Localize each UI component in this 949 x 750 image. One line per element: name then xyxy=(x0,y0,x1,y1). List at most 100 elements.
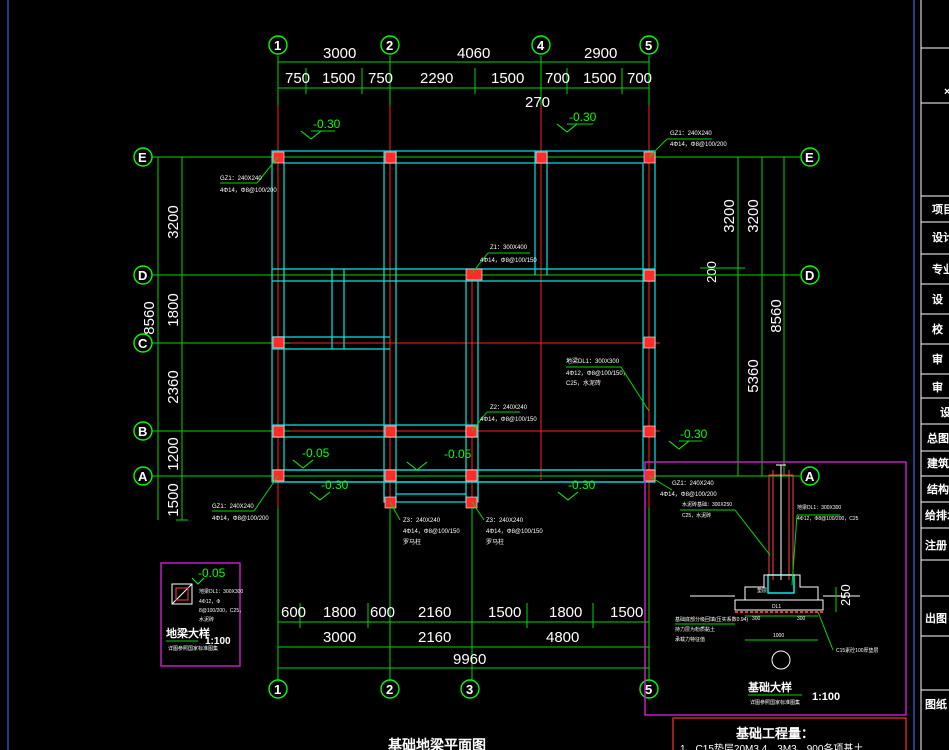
axis-label: B xyxy=(138,424,147,439)
note-text: 4Φ12，Φ8@100/200，C25 xyxy=(797,516,859,522)
axis-label: 5 xyxy=(645,38,652,53)
dim-text: 8560 xyxy=(141,301,158,334)
note-text: 4Φ14，Φ8@100/150 xyxy=(486,529,543,535)
sidebar-label: 审 xyxy=(932,380,943,394)
dim-text: 250 xyxy=(838,584,853,606)
note-text: 罗马柱 xyxy=(403,538,421,546)
dim-text: 1500 xyxy=(322,70,355,87)
elevation-text: -0.30 xyxy=(313,117,341,131)
axis-label: 3 xyxy=(466,682,473,697)
note-text: C15素砼100厚垫层 xyxy=(836,647,879,654)
dim-text: 2160 xyxy=(418,629,451,646)
note-text: 详图参照国家标准图集 xyxy=(168,645,218,652)
dim-text: 4800 xyxy=(546,629,579,646)
dim-text: 270 xyxy=(525,94,550,111)
dim-text: 2160 xyxy=(418,604,451,621)
dim-text: 5360 xyxy=(745,359,762,392)
axis-label: E xyxy=(138,150,147,165)
note-text: 水泥砖基础：300X250 xyxy=(682,501,732,508)
elevation-text: -0.30 xyxy=(569,110,597,124)
sidebar-label: 校 xyxy=(932,322,944,336)
column-notes: GZ1：240X240 4Φ14，Φ8@100/200 GZ1：240X240 … xyxy=(212,131,727,546)
scale-text: 1:100 xyxy=(812,691,840,703)
sidebar-label: 审 xyxy=(932,352,943,366)
note-text: 4Φ14，Φ8@100/150 xyxy=(480,258,537,264)
note-text: 水泥砖 xyxy=(199,616,214,623)
dim-text: 9960 xyxy=(453,651,486,668)
dim-text: 300 xyxy=(797,616,806,622)
note-text: 4Φ14，Φ8@100/200 xyxy=(212,516,269,522)
elevation-text: -0.30 xyxy=(568,478,596,492)
axis-label: D xyxy=(138,268,147,283)
dim-text: 750 xyxy=(368,70,393,87)
quantity-line: 1、C15垫层20M3 4、3M3、900各项基土 xyxy=(680,742,863,750)
axis-label: 4 xyxy=(537,38,545,53)
sidebar-label: 总图 xyxy=(927,431,949,445)
note-text: 8@100/200，C25， xyxy=(199,608,244,614)
detail-title: 地梁大样 xyxy=(166,626,210,640)
plan-title: 基础地梁平面图 xyxy=(388,737,486,750)
quantity-box: 基础工程量： 1、C15垫层20M3 4、3M3、900各项基土 xyxy=(672,717,907,750)
dim-text: 1000 xyxy=(773,633,784,639)
sidebar-label: 结构 xyxy=(926,482,949,496)
dim-text: 3000 xyxy=(323,45,356,62)
sidebar-label: 项目 xyxy=(932,203,949,216)
right-dimensions: 3200 3200 5360 200 8560 xyxy=(655,156,800,477)
axis-bubbles-top: 1 2 4 5 xyxy=(268,35,659,55)
axis-label: A xyxy=(805,469,815,484)
foundation-plan xyxy=(160,105,790,560)
note-text: Z3：240X240 xyxy=(403,518,441,524)
label: DL1 xyxy=(772,604,781,610)
elevation-text: -0.05 xyxy=(302,446,330,460)
dim-text: 1200 xyxy=(165,437,182,470)
sidebar-label: 设 xyxy=(940,405,949,419)
axis-bubbles-right: E D A xyxy=(800,147,820,486)
dim-text: 4060 xyxy=(457,45,490,62)
dim-text: 1500 xyxy=(491,70,524,87)
elevation-text: -0.05 xyxy=(198,566,226,580)
dim-text: 1800 xyxy=(165,293,182,326)
axis-bubbles-left: E D C B A xyxy=(133,147,153,486)
dim-text: 3200 xyxy=(165,205,182,238)
dim-text: 1500 xyxy=(583,70,616,87)
axis-bubbles-bottom: 1 2 3 5 xyxy=(268,679,659,699)
title-block: × 项目 设计 专业 设 校 审 审 设 总图 建筑 结构 给排水 注册 出图 … xyxy=(7,0,949,750)
elevation-text: -0.30 xyxy=(321,478,349,492)
label: 垫层 xyxy=(757,587,767,594)
dim-text: 200 xyxy=(704,261,719,283)
dim-text: 700 xyxy=(627,70,652,87)
dim-text: 1800 xyxy=(549,604,582,621)
note-text: 承载力特征值 xyxy=(675,636,705,643)
note-text: GZ1：240X240 xyxy=(670,131,712,137)
dim-text: 3200 xyxy=(721,199,738,232)
note-text: 地梁DL1：300X300 xyxy=(566,357,620,365)
dim-text: 3000 xyxy=(323,629,356,646)
sidebar-label: 注册 xyxy=(925,538,947,552)
elevation-text: -0.30 xyxy=(680,427,708,441)
note-text: 4Φ12，Φ8@100/150， xyxy=(566,371,629,377)
dim-text: 1500 xyxy=(610,604,643,621)
sidebar-label: 设计 xyxy=(932,230,949,244)
note-text: 地梁DL1：300X300 xyxy=(199,588,243,595)
close-mark[interactable]: × xyxy=(944,86,949,98)
axis-label: E xyxy=(805,150,814,165)
dim-text: 700 xyxy=(545,70,570,87)
beam-detail: -0.05 地梁DL1：300X300 4Φ12，Φ 8@100/200，C25… xyxy=(160,562,244,667)
note-text: 4Φ12，Φ xyxy=(199,599,220,605)
axis-label: C xyxy=(138,336,148,351)
footing-detail: 250 300 300 1000 垫层 DL1 水泥砖基础：300X250 C2… xyxy=(644,461,907,716)
columns xyxy=(272,151,656,509)
axis-label: 5 xyxy=(645,682,652,697)
elevation-text: -0.05 xyxy=(444,447,472,461)
axis-label: A xyxy=(138,469,148,484)
axis-label: 1 xyxy=(274,682,281,697)
left-dimensions: 3200 1800 2360 1200 1500 8560 xyxy=(141,156,275,521)
dim-text: 8560 xyxy=(768,299,785,332)
sidebar-label: 专业 xyxy=(932,262,949,276)
elevation-markers: -0.30 -0.30 -0.30 -0.05 -0.30 -0.05 -0.3… xyxy=(292,110,708,501)
axis-label: D xyxy=(805,268,814,283)
dim-text: 600 xyxy=(281,604,306,621)
dim-text: 600 xyxy=(370,604,395,621)
dim-text: 3200 xyxy=(745,199,762,232)
